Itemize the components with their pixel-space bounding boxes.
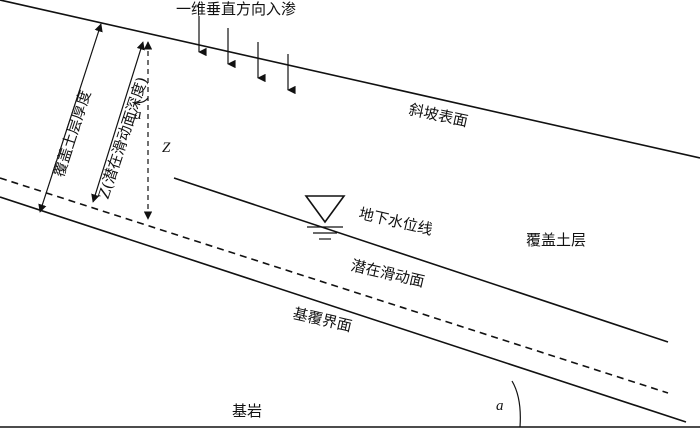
z-symbol-label: Z — [162, 140, 171, 156]
alpha-arc-top — [135, 97, 149, 104]
groundwater-level-line — [173, 177, 669, 343]
slip-depth-dimension — [91, 41, 145, 203]
alpha-bottom-label: a — [496, 398, 504, 414]
alpha-arc-bottom — [511, 380, 521, 428]
groundwater-level-label: 地下水位线 — [357, 204, 434, 238]
slope-surface-line — [0, 0, 700, 159]
cover-thickness-dimension — [38, 23, 103, 213]
slope-surface-label: 斜坡表面 — [407, 100, 469, 130]
water-table-triangle — [304, 195, 346, 224]
interface-line — [0, 196, 687, 423]
alpha-top-label: a — [134, 107, 142, 123]
water-table-symbol — [304, 195, 346, 240]
cover-layer-label: 覆盖土层 — [526, 231, 586, 249]
potential-slip-line — [0, 177, 669, 394]
infiltration-arrows — [198, 16, 296, 95]
cover-thickness-label: 覆盖土层厚度 — [50, 88, 95, 179]
bedrock-label: 基岩 — [232, 402, 262, 420]
interface-label: 基覆界面 — [291, 304, 354, 335]
infiltration-label: 一维垂直方向入渗 — [176, 0, 296, 18]
potential-slip-label: 潜在滑动面 — [349, 256, 426, 290]
slip-depth-label: Z(潜在滑动面深度) — [95, 75, 151, 201]
